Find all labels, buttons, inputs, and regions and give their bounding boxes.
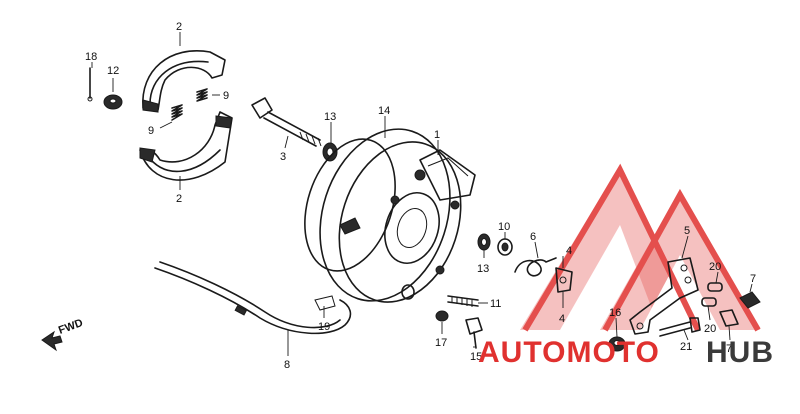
part-indicator-plate	[555, 267, 573, 293]
callout-15: 15	[470, 351, 482, 363]
part-brake-arm	[629, 257, 699, 335]
leader-lines	[91, 32, 753, 356]
part-spring-lower	[171, 104, 183, 121]
callout-21: 21	[680, 341, 692, 353]
callout-13-lower: 13	[477, 263, 489, 275]
part-brake-panel	[319, 128, 476, 303]
part-pin	[87, 67, 93, 102]
callout-2-upper: 2	[176, 21, 182, 33]
part-washer-10	[497, 238, 513, 256]
callout-14: 14	[378, 105, 390, 117]
part-nut-16	[608, 336, 626, 352]
part-dust-ring	[304, 138, 396, 272]
watermark-auto: AUTOMOTO	[478, 336, 660, 369]
part-bolt-15	[465, 317, 483, 349]
callout-4-lower: 4	[559, 313, 565, 325]
part-brake-cable	[154, 261, 352, 335]
callout-7-lower: 7	[726, 343, 732, 355]
fwd-arrow: FWD	[41, 317, 85, 352]
part-washer-17	[435, 310, 449, 322]
part-brake-cam	[251, 97, 322, 147]
callout-3: 3	[280, 151, 286, 163]
part-brake-shoe-lower	[139, 111, 233, 181]
callout-18: 18	[85, 51, 97, 63]
callout-4-upper: 4	[566, 245, 572, 257]
part-seal-lower	[477, 233, 491, 251]
callout-17: 17	[435, 337, 447, 349]
callout-7-upper: 7	[750, 273, 756, 285]
callout-6: 6	[530, 231, 536, 243]
part-return-spring	[514, 257, 557, 277]
callout-20-lower: 20	[704, 323, 716, 335]
callout-11: 11	[490, 298, 501, 310]
callout-8: 8	[284, 359, 290, 371]
part-brake-shoe-upper	[142, 50, 226, 113]
part-clip	[314, 295, 336, 311]
part-stud-bolt	[447, 295, 479, 307]
part-bolt-21	[659, 317, 701, 337]
part-joint-lower	[719, 309, 739, 327]
callout-12: 12	[107, 65, 119, 77]
callout-1: 1	[434, 129, 440, 141]
part-collar-lower	[701, 297, 717, 307]
callout-19: 19	[318, 321, 330, 333]
watermark-logo	[520, 163, 761, 332]
fwd-label: FWD	[57, 317, 85, 337]
watermark-text: AUTOMOTO HUB	[478, 336, 774, 369]
watermark-hub: HUB	[706, 336, 774, 369]
callout-20-upper: 20	[709, 261, 721, 273]
callout-9-lower: 9	[148, 125, 154, 137]
callout-labels: 2 2 18 12 9 9 3 13 14 1 13 10 6 4 4 5 20…	[85, 21, 756, 371]
callout-9-upper: 9	[223, 90, 229, 102]
part-joint-upper	[739, 291, 761, 309]
callout-5: 5	[684, 225, 690, 237]
callout-16: 16	[609, 307, 621, 319]
part-collar-upper	[707, 282, 723, 292]
callout-2-lower: 2	[176, 193, 182, 205]
callout-13-upper: 13	[324, 111, 336, 123]
part-washer	[103, 94, 123, 110]
callout-10: 10	[498, 221, 510, 233]
part-spring-upper	[196, 88, 208, 102]
